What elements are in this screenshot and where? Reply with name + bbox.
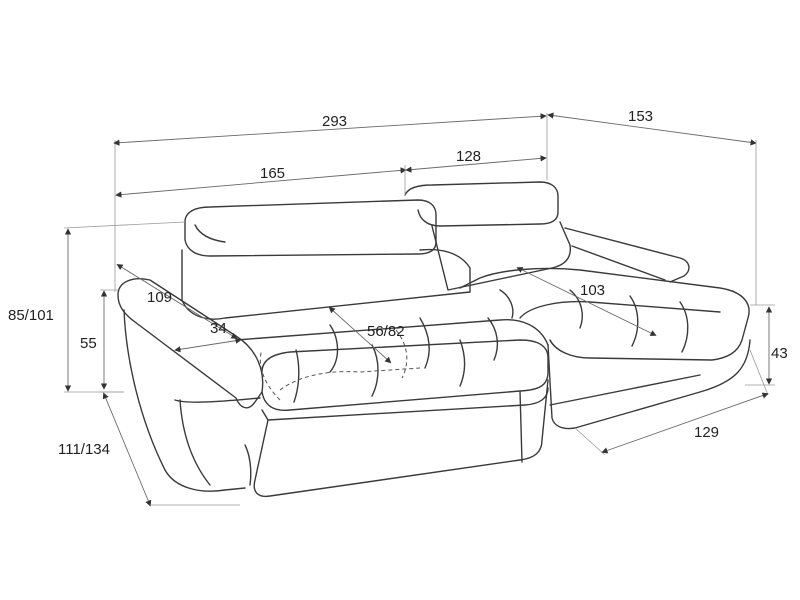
left-section-width-label: 165 [260,165,285,182]
seat-depth-label: 56/82 [367,323,405,340]
headrest-left [184,199,437,257]
dimension-lines [63,112,775,507]
chaise-height-label: 43 [771,345,788,362]
height-label: 85/101 [8,307,54,324]
overall-width-label: 293 [322,113,347,130]
seat-cushion-left [261,339,549,411]
dimension-labels: 293 153 165 128 85/101 55 109 34 56/82 1… [8,108,788,458]
sofa-base [261,387,549,421]
armrest-length-label: 109 [147,289,172,306]
sofa-depth-label: 111/134 [58,441,110,458]
armrest [117,278,264,409]
right-section-width-label: 128 [456,148,481,165]
chaise-width-label: 129 [694,424,719,441]
chaise-seat-depth-label: 103 [580,282,605,299]
chaise-depth-label: 153 [628,108,653,125]
headrest-right [404,181,559,227]
chaise-base [547,339,751,430]
armrest-width-label: 34 [210,320,227,337]
backrest-panel [181,248,471,320]
armrest-height-label: 55 [80,335,97,352]
sofa-drawing [117,181,751,498]
